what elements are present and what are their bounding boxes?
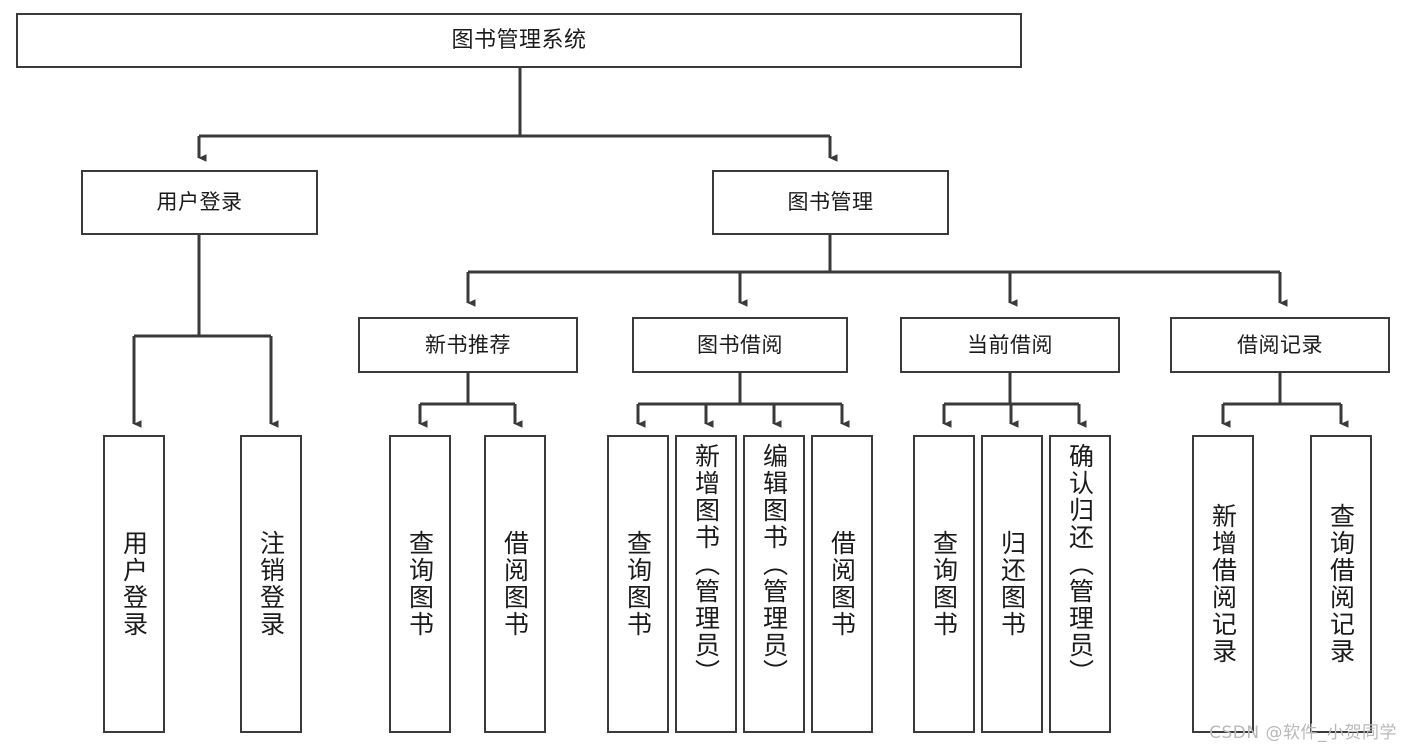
node-label: 查询借阅记录 — [1326, 503, 1356, 665]
node-label: 用户登录 — [156, 190, 243, 215]
node-new-book-recommendation[interactable]: 新书推荐 — [358, 317, 578, 373]
node-label: 用户登录 — [119, 530, 149, 638]
leaf-query-book-new[interactable]: 查询图书 — [389, 435, 451, 733]
node-user-login[interactable]: 用户登录 — [81, 170, 318, 235]
node-label: 借阅图书 — [500, 530, 530, 638]
leaf-add-book-admin[interactable]: 新增图书（管理员） — [675, 435, 737, 733]
node-label: 确认归还（管理员） — [1065, 443, 1095, 686]
node-book-management[interactable]: 图书管理 — [712, 170, 949, 235]
leaf-query-book-current[interactable]: 查询图书 — [913, 435, 975, 733]
leaf-query-borrow-record[interactable]: 查询借阅记录 — [1310, 435, 1372, 733]
node-label: 新增借阅记录 — [1208, 503, 1238, 665]
node-label: 新书推荐 — [425, 332, 511, 357]
node-label: 当前借阅 — [967, 332, 1053, 357]
watermark: CSDN @软件_小贺同学 — [1209, 723, 1397, 743]
leaf-edit-book-admin[interactable]: 编辑图书（管理员） — [743, 435, 805, 733]
node-label: 借阅记录 — [1237, 332, 1323, 357]
node-label: 图书管理 — [787, 190, 874, 215]
leaf-borrow-book-new[interactable]: 借阅图书 — [484, 435, 546, 733]
leaf-confirm-return-admin[interactable]: 确认归还（管理员） — [1049, 435, 1111, 733]
node-borrowing-record[interactable]: 借阅记录 — [1170, 317, 1390, 373]
node-label: 查询图书 — [405, 530, 435, 638]
leaf-add-borrow-record[interactable]: 新增借阅记录 — [1192, 435, 1254, 733]
leaf-user-login[interactable]: 用户登录 — [103, 435, 165, 733]
node-label: 归还图书 — [997, 530, 1027, 638]
leaf-logout[interactable]: 注销登录 — [240, 435, 302, 733]
node-root-library-management-system[interactable]: 图书管理系统 — [16, 13, 1022, 68]
node-label: 注销登录 — [256, 530, 286, 638]
node-book-borrowing[interactable]: 图书借阅 — [632, 317, 848, 373]
leaf-return-book[interactable]: 归还图书 — [981, 435, 1043, 733]
node-current-borrowing[interactable]: 当前借阅 — [900, 317, 1120, 373]
leaf-borrow-book[interactable]: 借阅图书 — [811, 435, 873, 733]
leaf-query-book-borrow[interactable]: 查询图书 — [607, 435, 669, 733]
node-label: 图书管理系统 — [451, 27, 587, 53]
node-label: 查询图书 — [623, 530, 653, 638]
node-label: 图书借阅 — [697, 332, 783, 357]
node-label: 借阅图书 — [827, 530, 857, 638]
node-label: 编辑图书（管理员） — [759, 443, 789, 686]
node-label: 查询图书 — [929, 530, 959, 638]
node-label: 新增图书（管理员） — [691, 443, 721, 686]
